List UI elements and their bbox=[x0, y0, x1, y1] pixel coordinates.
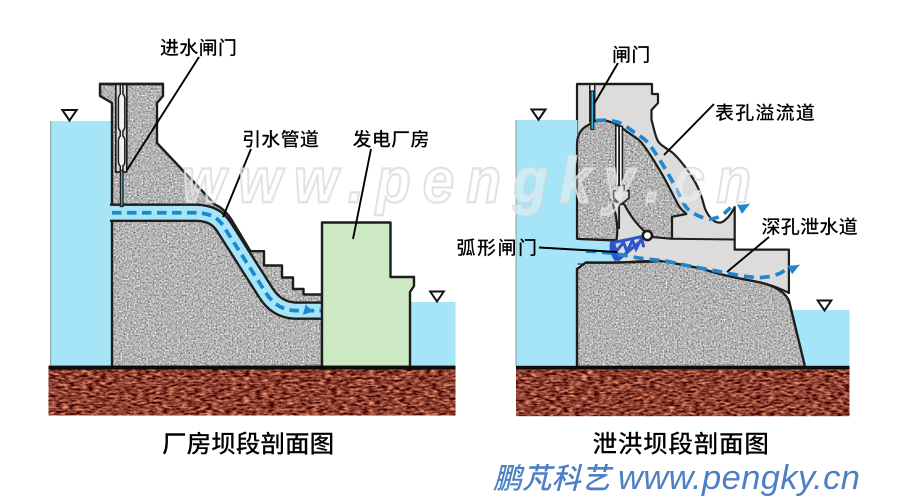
svg-text:www.pengky.cn: www.pengky.cn bbox=[182, 145, 763, 216]
svg-text:www.pengky.cn: www.pengky.cn bbox=[618, 459, 860, 497]
